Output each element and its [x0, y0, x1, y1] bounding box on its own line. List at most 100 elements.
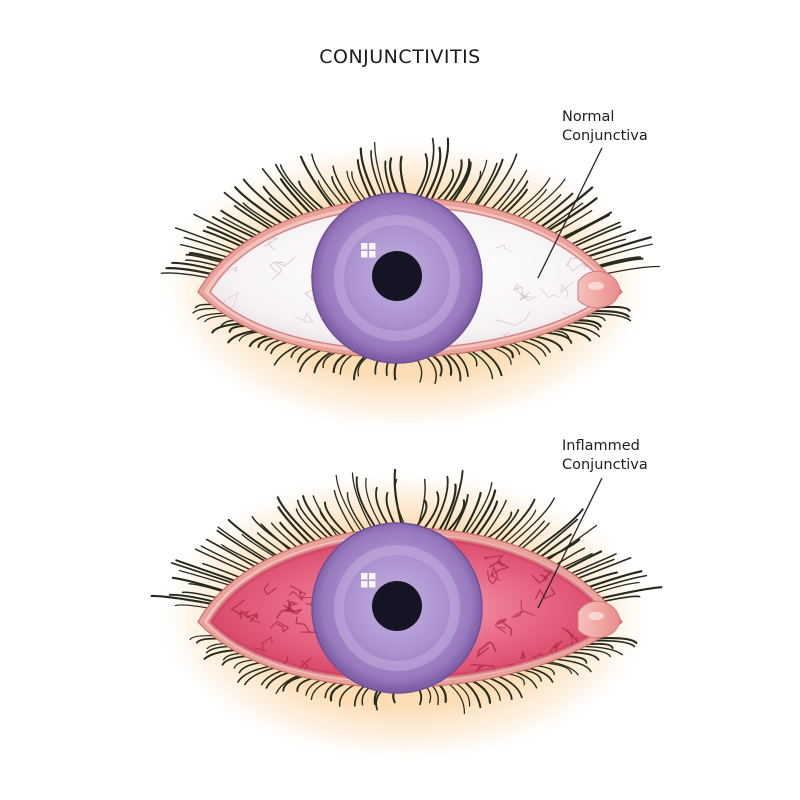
eyelash [464, 159, 488, 205]
eyelash [355, 476, 379, 532]
blood-vessel [560, 281, 574, 299]
inflamed-leader-line [537, 477, 603, 609]
eyelash [538, 533, 572, 559]
eyelash [516, 189, 547, 219]
eyelash [233, 205, 274, 232]
blood-vessel [239, 610, 249, 620]
eyelash [516, 520, 546, 549]
blood-vessel [540, 288, 560, 298]
eyelash [311, 153, 345, 207]
blood-vessel [288, 585, 304, 601]
eyelash [194, 548, 251, 575]
eyelash [589, 243, 653, 262]
eyelash [486, 511, 513, 540]
eyelash [545, 524, 597, 562]
eyelash [461, 491, 482, 535]
blood-vessel [519, 651, 526, 660]
iris-ring [334, 215, 460, 341]
caruncle-highlight [588, 282, 604, 290]
blood-vessel [495, 310, 531, 326]
reflection-pane [369, 581, 376, 588]
eyelash [442, 159, 463, 202]
eyelash [534, 518, 579, 557]
eyelash [482, 499, 507, 539]
eyelash [262, 185, 301, 220]
eyelash [351, 171, 368, 203]
eyelash [234, 186, 286, 226]
eyelash [279, 521, 306, 548]
eyelash [592, 639, 636, 648]
eyelash [279, 164, 321, 213]
eyelash [346, 170, 363, 204]
eyelash [571, 558, 615, 578]
label-line: Inflammed [562, 438, 640, 454]
eyelash [295, 508, 325, 542]
eyelash [596, 637, 638, 644]
eyelash [351, 472, 374, 532]
eyelash [242, 202, 281, 228]
reflection-pane [369, 251, 376, 258]
eyelash [451, 493, 469, 533]
eyelash [270, 522, 300, 550]
eyelash [268, 197, 297, 221]
eyelash [277, 506, 313, 546]
blood-vessel [534, 586, 556, 600]
reflection-pane [361, 573, 368, 580]
eyelash [274, 163, 317, 214]
eyelash [298, 180, 326, 212]
eyelash [447, 158, 471, 203]
window-reflection-icon [361, 573, 376, 588]
eyelash [170, 562, 238, 586]
eyelash [469, 489, 497, 536]
eyelash [599, 595, 641, 603]
blood-vessel [268, 262, 283, 281]
eyelash [464, 482, 493, 535]
eyelash [312, 495, 339, 538]
eyelash [561, 214, 610, 242]
eyelash [584, 236, 652, 259]
normal-leader-line [537, 147, 603, 279]
eyelash [424, 146, 442, 201]
eyelash [568, 553, 617, 576]
eyelash [588, 574, 648, 592]
reflection-pane [361, 243, 368, 250]
eyelash [595, 257, 644, 269]
reflection-pane [361, 251, 368, 258]
eyelash [575, 648, 612, 658]
eyelash [592, 581, 640, 595]
eyelash [422, 491, 440, 531]
window-reflection-icon [361, 243, 376, 258]
eyelash [528, 508, 584, 554]
eyelash [499, 180, 529, 213]
blood-vessel [476, 641, 497, 659]
eyelash [451, 161, 472, 203]
eyelash [574, 557, 632, 581]
iris-ring [334, 545, 460, 671]
eyelash [251, 516, 295, 552]
blood-vessel [516, 284, 538, 301]
eyelash [430, 137, 450, 201]
label-line: Conjunctiva [562, 457, 648, 473]
inflamed-conjunctiva-label: Inflammed Conjunctiva [562, 437, 648, 475]
eyelash [174, 227, 241, 253]
eyelash [319, 508, 343, 537]
eyelash [223, 191, 277, 230]
eyelash [552, 658, 592, 673]
eyelash [544, 202, 584, 231]
eyelashes [150, 468, 663, 715]
eyelash [175, 559, 241, 584]
blood-vessel [274, 257, 295, 267]
blood-vessel [488, 560, 510, 577]
blood-vessel [519, 296, 532, 301]
eyelash [538, 186, 594, 229]
eyelash [416, 478, 426, 530]
eyelash [261, 168, 306, 218]
eyelash [581, 645, 623, 656]
eyelash [504, 188, 528, 215]
eyelash [276, 496, 318, 544]
eyelash [205, 538, 260, 570]
eyelash [533, 192, 574, 226]
eyelash [581, 238, 627, 255]
blood-vessel [225, 266, 238, 273]
